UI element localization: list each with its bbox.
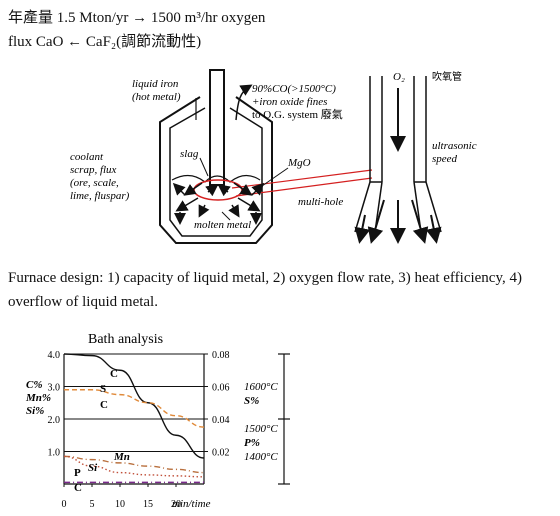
temp-s-pct: S% (244, 395, 259, 407)
series-label-mn: Mn (113, 451, 130, 463)
bath-analysis-chart: Bath analysis 4.03.02.01.0 0.080.060.040… (25, 332, 290, 510)
left-ticks: 4.0 3.0 2.0 1.0 (48, 350, 61, 459)
series-label-c-mid: C (100, 399, 108, 411)
vessel-outer (159, 96, 273, 244)
label-multi-hole: multi-hole (298, 196, 343, 208)
series-line-s (64, 389, 205, 428)
left-label-si: Si% (26, 405, 44, 417)
label-mgo: MgO (287, 157, 311, 169)
chart-title: Bath analysis (88, 332, 163, 347)
left-label-mn: Mn% (25, 392, 51, 404)
label-molten-metal: molten metal (194, 219, 251, 231)
label-gas-co: 90%CO(>1500°C) (252, 83, 336, 95)
temp-1500: 1500°C (244, 423, 278, 435)
leader-slag (199, 157, 209, 177)
x-tick-label: 15 (143, 499, 153, 510)
x-tick-label: 0 (62, 499, 67, 510)
flow-arrows (172, 182, 265, 225)
furnace-diagram: liquid iron (hot metal) 90%CO(>1500°C) +… (70, 69, 477, 244)
x-unit: min/time (172, 498, 211, 510)
oxygen-flow-arrows (354, 88, 442, 244)
series-label-si: Si (88, 462, 98, 474)
leader-molten (221, 211, 231, 221)
label-lime: lime, fluspar) (70, 190, 130, 202)
label-o2: O₂ (393, 71, 405, 83)
label-liquid-iron: liquid iron (132, 78, 179, 90)
label-hot-metal: (hot metal) (132, 91, 181, 103)
furnace-design-paragraph: Furnace design: 1) capacity of liquid me… (8, 270, 522, 310)
series-lines (63, 353, 205, 484)
x-ticks: 0 5 10 15 20 (62, 484, 181, 510)
label-coolant: coolant (70, 151, 104, 163)
series-line-si (63, 455, 205, 478)
series-line-c (63, 353, 205, 459)
vessel-inner (169, 107, 263, 237)
label-scrap: scrap, flux (70, 164, 117, 176)
bath-surface (171, 174, 261, 183)
right-tick-label: 0.06 (212, 383, 230, 394)
leader-mgo (261, 167, 289, 187)
label-speed: speed (432, 153, 458, 165)
left-tick-label: 1.0 (48, 448, 61, 459)
series-line-mn (63, 455, 205, 474)
label-ultrasonic: ultrasonic (432, 140, 477, 152)
x-tick-label: 5 (90, 499, 95, 510)
heat-ray (235, 177, 373, 197)
left-tick-label: 2.0 (48, 415, 61, 426)
right-tick-label: 0.04 (212, 415, 230, 426)
right-tick-label: 0.02 (212, 448, 230, 459)
x-tick-label: 20 (171, 499, 181, 510)
right-ticks: 0.08 0.06 0.04 0.02 (204, 350, 230, 459)
left-tick-label: 3.0 (48, 383, 61, 394)
production-line: 年產量 1.5 Mton/yr → 1500 m³/hr oxygen (8, 10, 266, 26)
series-label-p: P (74, 467, 81, 479)
flux-line: flux CaO ← CaF₂(調節流動性) (8, 34, 202, 50)
temp-1600: 1600°C (244, 381, 278, 393)
series-label-c-bottom: C (74, 482, 82, 494)
label-lance-cn: 吹氧管 (432, 70, 462, 83)
oxygen-lance (209, 69, 225, 186)
temp-p-pct: P% (244, 437, 260, 449)
right-tick-label: 0.08 (212, 350, 230, 361)
gas-out-arrow (235, 84, 253, 121)
temp-1400: 1400°C (244, 451, 278, 463)
series-label-c-top: C (110, 368, 118, 380)
left-tick-label: 4.0 (48, 350, 61, 361)
left-label-c: C% (26, 379, 43, 391)
lance-nozzle (354, 76, 442, 233)
label-gas-fines: +iron oxide fines (252, 96, 327, 108)
x-tick-label: 10 (115, 499, 125, 510)
series-label-s: S (100, 383, 106, 395)
label-slag: slag (180, 148, 199, 160)
heat-ray (231, 169, 373, 189)
label-ore: (ore, scale, (70, 177, 119, 189)
label-gas-system: to O.G. system 廢氣 (252, 107, 343, 121)
